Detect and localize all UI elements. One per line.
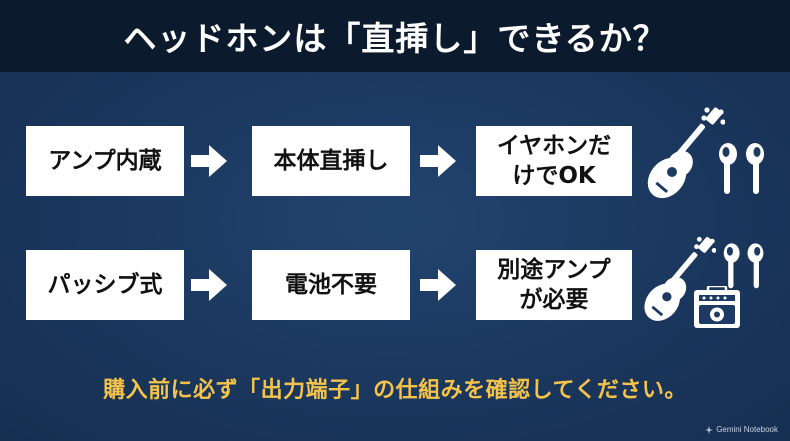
step-box-no-battery: 電池不要 bbox=[252, 250, 410, 320]
title-bar: ヘッドホンは「直挿し」できるか？ bbox=[0, 0, 790, 72]
brand-label: Gemini Notebook bbox=[716, 425, 778, 434]
ukulele-icon bbox=[644, 236, 716, 321]
amplifier-icon bbox=[694, 286, 740, 328]
step-box-earphones-ok: イヤホンだ けでOK bbox=[476, 126, 632, 196]
step-box-direct-plug: 本体直挿し bbox=[252, 126, 410, 196]
earbuds-icon bbox=[719, 143, 764, 194]
arrow-right-icon bbox=[191, 145, 227, 177]
arrow-right-icon bbox=[420, 145, 456, 177]
step-box-amp-builtin: アンプ内蔵 bbox=[26, 126, 184, 196]
step-box-amp-required: 別途アンプ が必要 bbox=[476, 250, 632, 320]
earbuds-icon bbox=[723, 243, 764, 289]
step-box-passive: パッシブ式 bbox=[26, 250, 184, 320]
sparkle-icon bbox=[705, 425, 714, 434]
ukulele-icon bbox=[647, 107, 725, 199]
brand-watermark: Gemini Notebook bbox=[705, 425, 778, 434]
arrow-right-icon bbox=[420, 269, 456, 301]
arrow-right-icon bbox=[191, 269, 227, 301]
footer-note: 購入前に必ず「出力端子」の仕組みを確認してください。 bbox=[103, 378, 687, 403]
page-title: ヘッドホンは「直挿し」できるか？ bbox=[123, 19, 667, 58]
